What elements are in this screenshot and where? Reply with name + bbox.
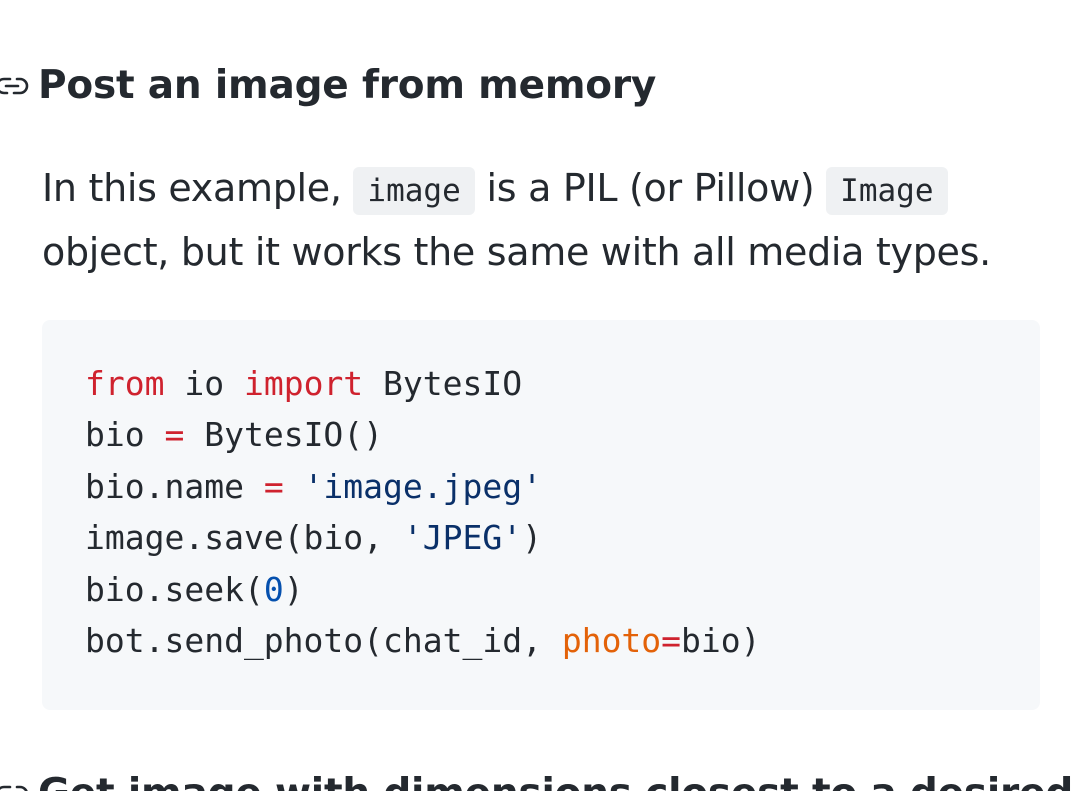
inline-code-image: image — [353, 167, 475, 215]
code-token: bio — [85, 415, 165, 455]
code-token: BytesIO() — [184, 415, 384, 455]
code-line: bot.send_photo(chat_id, photo=bio) — [85, 615, 997, 666]
heading-anchor-link[interactable] — [0, 769, 38, 791]
code-token: io — [164, 364, 244, 403]
code-token: = — [263, 466, 284, 506]
next-section-heading: Get image with dimensions closest to a d… — [0, 766, 1073, 791]
code-token: from — [85, 364, 165, 403]
paragraph-text: is a PIL (or Pillow) — [486, 166, 815, 210]
link-icon — [0, 779, 32, 791]
code-line: from io import BytesIO — [85, 358, 997, 409]
code-line: bio = BytesIO() — [85, 409, 997, 460]
section-title: Post an image from memory — [38, 63, 657, 108]
code-token: = — [164, 415, 185, 455]
code-token: photo — [561, 621, 662, 661]
section-description: In this example, image is a PIL (or Pill… — [42, 158, 1042, 283]
code-token: BytesIO — [363, 364, 523, 403]
link-icon — [0, 71, 32, 101]
code-token: ) — [283, 569, 304, 609]
code-token: bio.seek( — [85, 569, 264, 609]
section-heading: Post an image from memory — [0, 58, 656, 114]
code-token: 'JPEG' — [402, 518, 523, 558]
code-block[interactable]: from io import BytesIO bio = BytesIO() b… — [42, 320, 1040, 710]
paragraph-text: In this example, — [42, 166, 342, 210]
code-token: 0 — [263, 569, 284, 609]
next-section-title: Get image with dimensions closest to a d… — [38, 766, 1073, 791]
code-token: bio.name — [85, 466, 264, 506]
code-line: image.save(bio, 'JPEG') — [85, 512, 997, 563]
heading-anchor-link[interactable] — [0, 61, 38, 111]
inline-code-Image: Image — [826, 167, 948, 215]
code-line: bio.name = 'image.jpeg' — [85, 461, 997, 512]
code-token: = — [661, 621, 682, 661]
code-token: import — [243, 364, 364, 403]
paragraph-text: object, but it works the same with all m… — [42, 230, 991, 274]
code-token — [284, 467, 304, 506]
code-line: bio.seek(0) — [85, 564, 997, 615]
code-token: 'image.jpeg' — [303, 466, 542, 506]
code-token: image.save(bio, — [85, 518, 403, 558]
code-token: bio) — [681, 621, 761, 661]
code-token: bot.send_photo(chat_id, — [85, 621, 562, 661]
code-token: ) — [522, 518, 542, 558]
